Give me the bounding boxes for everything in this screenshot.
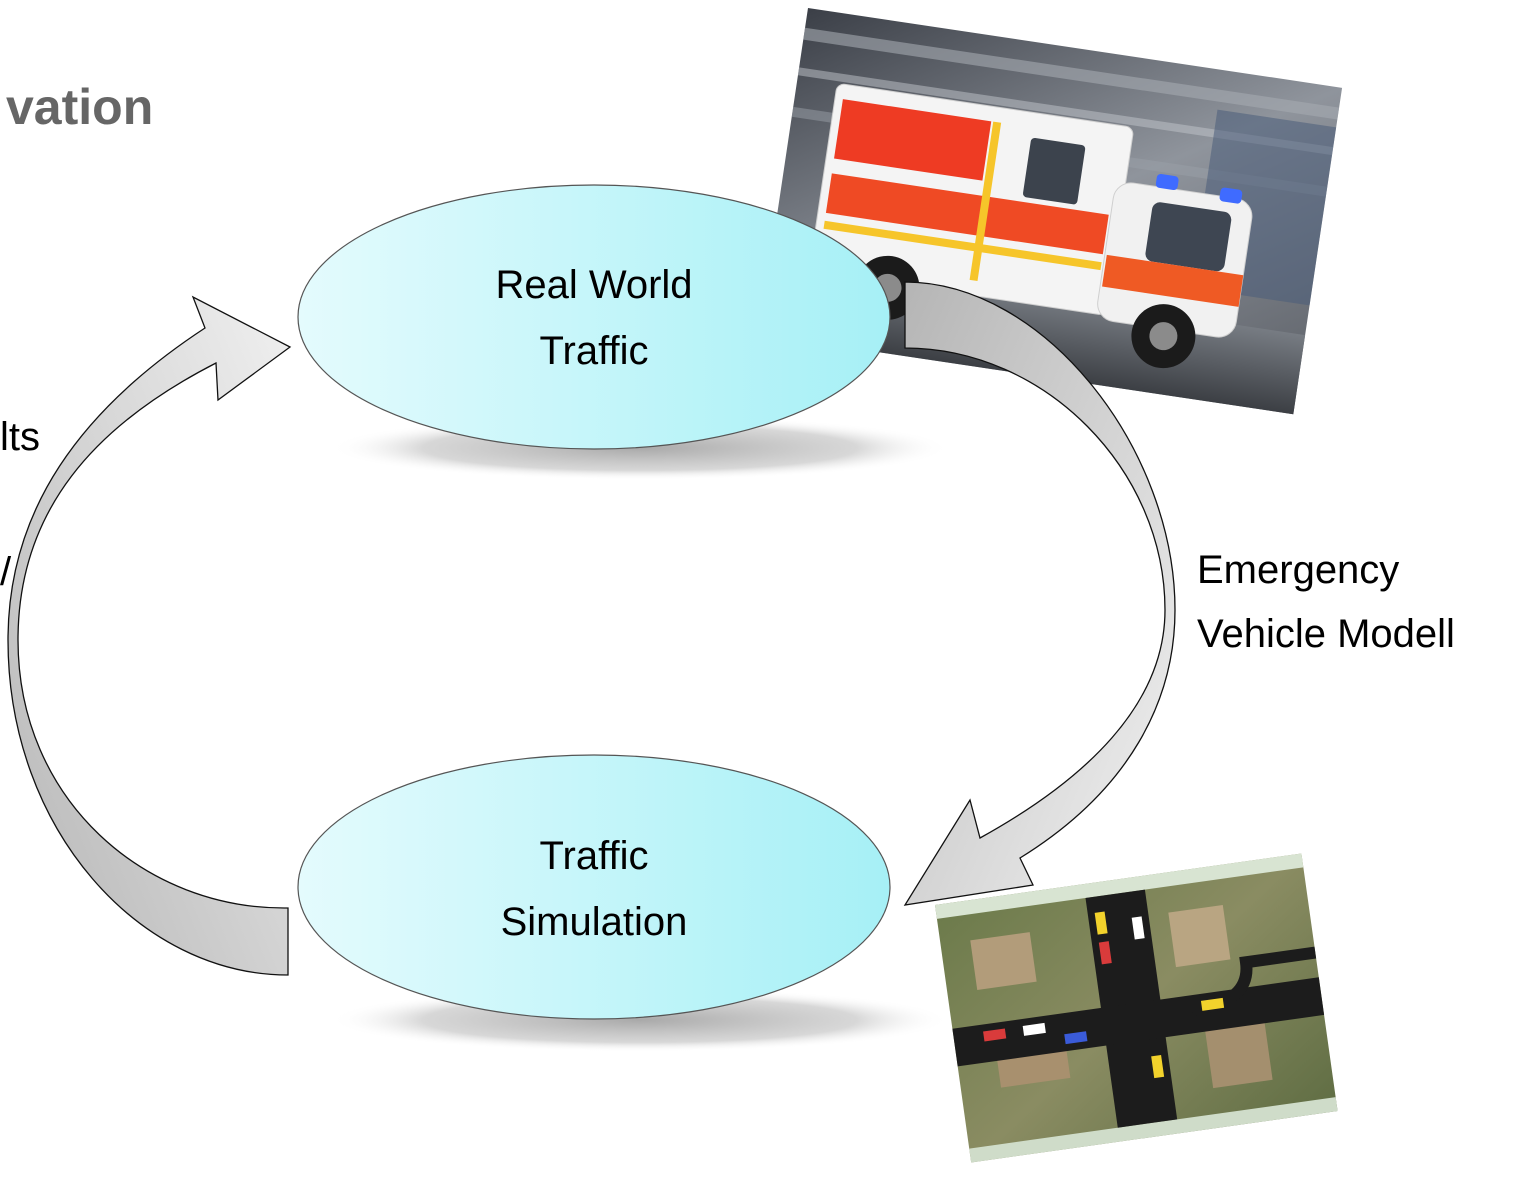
left-cut-label-results: lts [0,415,40,459]
real-world-traffic-line2: Traffic [539,329,649,373]
real-world-traffic-line1: Real World [495,263,693,307]
emergency-vehicle-model-label: Emergency Vehicle Modell [1197,538,1455,666]
traffic-simulation-line1: Traffic [539,834,649,878]
traffic-simulation-screenshot [935,853,1338,1163]
real-world-traffic-label: Real World Traffic [394,252,794,384]
traffic-simulation-label: Traffic Simulation [394,823,794,955]
traffic-simulation-node [297,754,891,1020]
left-cycle-arrow [7,295,292,976]
emergency-vehicle-model-line1: Emergency [1197,548,1400,592]
real-world-traffic-node [297,184,891,450]
page-title: vation [6,79,154,135]
right-cycle-arrow [903,281,1176,906]
traffic-simulation-line2: Simulation [500,900,688,944]
emergency-vehicle-model-line2: Vehicle Modell [1197,612,1455,656]
left-cut-label-fragment: / [0,550,12,594]
